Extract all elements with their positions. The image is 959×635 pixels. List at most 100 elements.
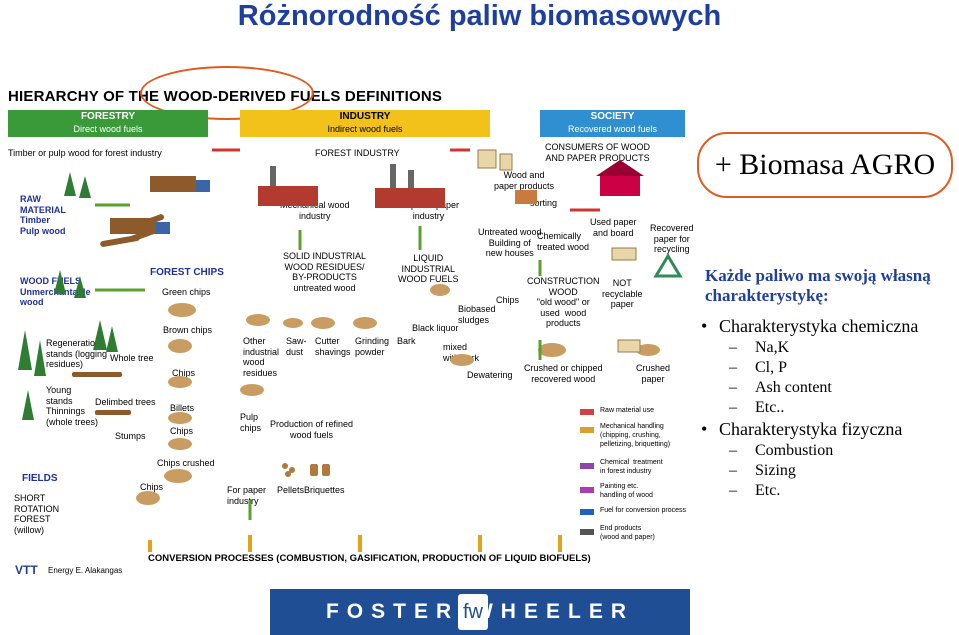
consumers-label: CONSUMERS OF WOOD AND PAPER PRODUCTS: [545, 142, 650, 163]
brown-chips-label: Brown chips: [163, 325, 213, 335]
industry-sub: Indirect wood fuels: [327, 124, 403, 134]
legend-text: Mechanical handling (chipping, crushing,…: [600, 423, 671, 448]
green-chips-label: Green chips: [162, 287, 211, 297]
pellet-icons: [282, 463, 330, 477]
legend-item: Chemical treatment in forest industry: [580, 458, 690, 482]
society-band: SOCIETY Recovered wood fuels: [540, 110, 685, 137]
factory-icons: [258, 164, 445, 208]
briquettes-label: Briquettes: [304, 485, 345, 495]
vtt-logo: VTT: [15, 563, 38, 577]
fw-logo-icon: fw: [458, 594, 488, 630]
sub-list: –Combustion –Sizing –Etc.: [719, 442, 959, 500]
vtt-author: Energy E. Alakangas: [48, 566, 123, 575]
construction-wood-label: CONSTRUCTION WOOD "old wood" or used woo…: [527, 276, 600, 328]
paper-icons: [477, 149, 641, 353]
diagram-graphics: VTT: [15, 148, 683, 577]
bullet-icon: •: [701, 316, 708, 336]
cutter-shavings-label: Cutter shavings: [315, 336, 351, 357]
legend-item: Mechanical handling (chipping, crushing,…: [580, 422, 690, 458]
legend-item: Fuel for conversion process: [580, 506, 690, 524]
recycle-icon: [653, 253, 683, 278]
sub-list-text: Sizing: [755, 462, 796, 479]
characteristics-list: • Charakterystyka chemiczna – Na,K – Cl, P…: [695, 316, 959, 502]
other-residues-label: Other industrial wood residues: [243, 336, 280, 378]
regeneration-label: Regeneration stands (logging residues): [46, 338, 108, 369]
legend-text: Painting etc. handling of wood: [600, 483, 653, 499]
legend-text: Chemical treatment in forest industry: [600, 459, 663, 475]
sub-list-item: – Sizing: [729, 462, 959, 480]
biomasa-agro-text: + Biomasa AGRO: [714, 148, 936, 181]
sub-list-item: – Cl, P: [729, 359, 959, 377]
sawdust-label: Saw- dust: [286, 336, 307, 357]
raw-material-label: RAW MATERIAL Timber Pulp wood: [20, 194, 66, 236]
solid-residues-label: SOLID INDUSTRIAL WOOD RESIDUES/ BY-PRODU…: [283, 251, 367, 293]
legend-swatch: [580, 427, 594, 433]
timber-industry-label: Timber or pulp wood for forest industry: [8, 148, 162, 158]
truck-icons: [110, 176, 210, 234]
flow-arrows: [95, 203, 542, 520]
whole-tree-label: Whole tree: [110, 353, 154, 363]
recovered-paper-label: Recovered paper for recycling: [650, 223, 694, 254]
legend-item: End products (wood and paper): [580, 524, 690, 548]
list-item: • Charakterystyka fizyczna –Combustion –…: [701, 419, 959, 500]
society-title: SOCIETY: [590, 111, 635, 122]
dewatering-label: Dewatering: [467, 370, 513, 380]
dash-icon: –: [729, 482, 737, 499]
dash-icon: –: [729, 399, 737, 416]
legend-item: Painting etc. handling of wood: [580, 482, 690, 506]
crushed-paper-label: Crushed paper: [636, 363, 671, 384]
delimbed-label: Delimbed trees: [95, 397, 156, 407]
house-icons: [515, 160, 644, 204]
short-rotation-label: SHORT ROTATION FOREST (willow): [14, 493, 60, 535]
legend: Raw material use Mechanical handling (ch…: [580, 406, 690, 548]
tree-icons: [18, 172, 118, 420]
page-title: Różnorodność paliw biomasowych: [237, 0, 722, 32]
sub-list-text: Na,K: [755, 339, 790, 356]
characteristics-panel: Każde paliwo ma swoją własną charakterys…: [695, 262, 959, 562]
bark-label: Bark: [397, 336, 416, 346]
dash-icon: –: [729, 462, 737, 479]
highlight-ellipse: [140, 66, 314, 120]
industry-title: INDUSTRY: [339, 111, 391, 122]
society-sub: Recovered wood fuels: [567, 124, 658, 134]
dash-icon: –: [729, 379, 737, 396]
refined-fuels-label: Production of refined wood fuels: [270, 419, 354, 440]
forestry-title: FORESTRY: [80, 111, 136, 122]
bullet-icon: •: [701, 419, 708, 439]
chips-b-label: Chips: [170, 426, 194, 436]
chips-forest-label: Chips: [140, 482, 164, 492]
sub-list-item: –Etc.: [729, 482, 959, 500]
untreated-building-label: Untreated wood Building of new houses: [478, 227, 542, 258]
conversion-label: CONVERSION PROCESSES (COMBUSTION, GASIFI…: [148, 553, 591, 564]
sub-list-text: Cl, P: [755, 359, 788, 376]
young-stands-label: Young stands Thinnings (whole trees): [46, 385, 99, 427]
chips-c-label: Chips: [496, 295, 520, 305]
used-paper-label: Used paper and board: [590, 217, 637, 238]
log-icons: [72, 214, 167, 415]
sub-list-text: Ash content: [755, 379, 832, 396]
industry-band: INDUSTRY Indirect wood fuels: [240, 110, 490, 137]
legend-item: Raw material use: [580, 406, 690, 422]
conversion-arrows: [148, 535, 562, 552]
sorting-label: sorting: [530, 198, 558, 208]
stumps-label: Stumps: [115, 431, 146, 441]
liquid-fuels-label: LIQUID INDUSTRIAL WOOD FUELS: [398, 253, 459, 284]
legend-swatch: [580, 509, 594, 515]
legend-swatch: [580, 487, 594, 493]
raw-material-arrows: [212, 148, 600, 212]
forest-chips-label: FOREST CHIPS: [150, 267, 224, 278]
grinding-powder-label: Grinding powder: [355, 336, 390, 357]
panel-heading: Każde paliwo ma swoją własną charakterys…: [705, 266, 931, 305]
not-recyclable-label: NOT recyclable paper: [602, 278, 643, 309]
crushed-chipped-label: Crushed or chipped recovered wood: [524, 363, 603, 384]
sub-list-item: –Combustion: [729, 442, 959, 460]
dash-icon: –: [729, 359, 737, 376]
pellets-label: Pellets: [277, 485, 305, 495]
dash-icon: –: [729, 339, 737, 356]
fields-label: FIELDS: [22, 473, 58, 484]
black-liquor-label: Black liquor: [412, 323, 459, 333]
list-item-text: Charakterystyka fizyczna: [719, 419, 903, 439]
list-item-text: Charakterystyka chemiczna: [719, 316, 919, 336]
sub-list-text: Combustion: [755, 442, 834, 459]
list-item: • Charakterystyka chemiczna – Na,K – Cl, P…: [701, 316, 959, 417]
